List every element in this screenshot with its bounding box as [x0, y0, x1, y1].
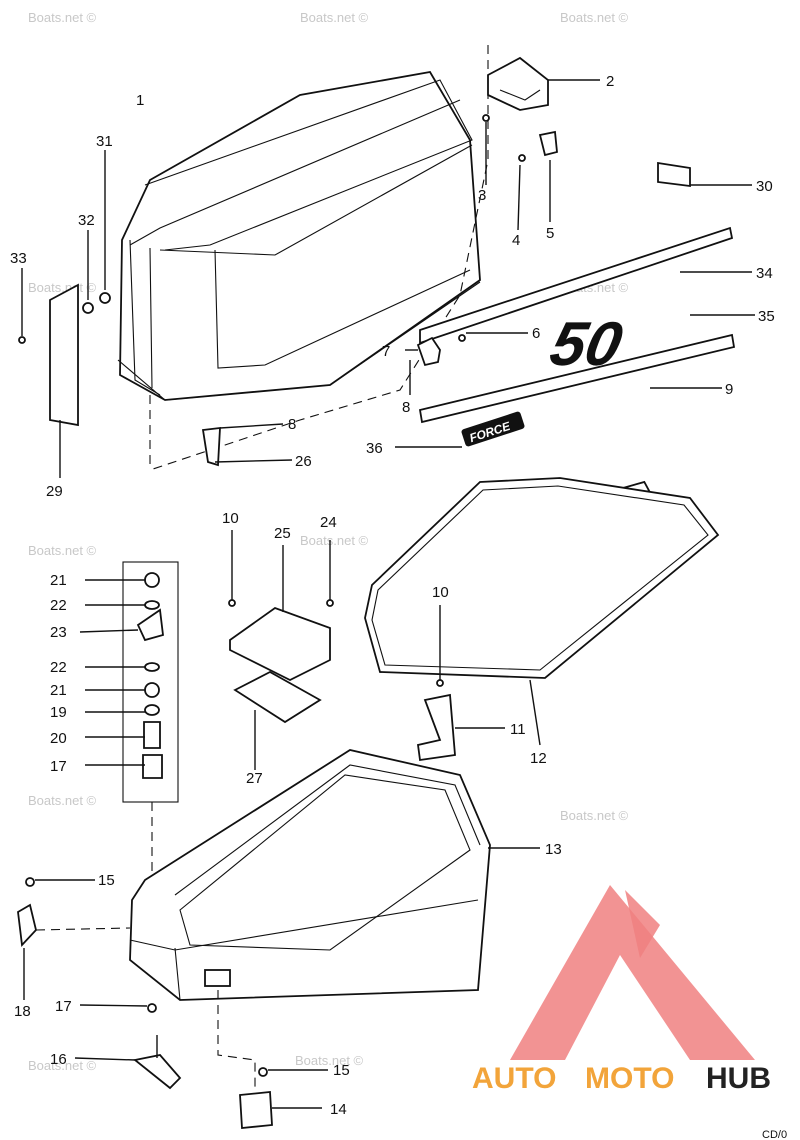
callout: 15 [333, 1062, 350, 1079]
callout: 20 [50, 730, 67, 747]
alignment-line [149, 45, 489, 471]
callout: 32 [78, 212, 95, 229]
callout: 7 [382, 343, 390, 360]
callout: 11 [510, 721, 526, 738]
latch-lever [132, 1054, 182, 1090]
callout: 17 [50, 758, 67, 775]
callout: 4 [512, 232, 520, 249]
callout: 8 [288, 416, 296, 433]
pad [233, 670, 322, 724]
callout: 21 [50, 682, 67, 699]
callout: 22 [50, 597, 67, 614]
decal-force: FORCE [461, 411, 525, 447]
callout: 35 [758, 308, 775, 325]
watermark: Boats.net © [28, 10, 97, 25]
callout: 21 [50, 572, 67, 589]
callout: 14 [330, 1101, 347, 1118]
callout-labels: 1 2 3 4 5 6 7 8 8 9 10 10 11 12 13 14 15… [10, 73, 775, 1118]
callout: 27 [246, 770, 263, 787]
hardware-group [122, 561, 179, 803]
callout: 23 [50, 624, 67, 641]
watermark: Boats.net © [300, 10, 369, 25]
watermark: Boats.net © [295, 1053, 364, 1068]
bottom-cowl [129, 749, 491, 1001]
callout: 1 [136, 92, 144, 109]
top-cowl [117, 71, 481, 401]
mount-bracket [416, 693, 456, 762]
callout: 24 [320, 514, 337, 531]
stripe-decal [419, 226, 734, 345]
callout: 12 [530, 750, 547, 767]
electronic-module [229, 606, 331, 682]
stripe-decal [418, 333, 736, 424]
callout: 3 [478, 187, 486, 204]
callout: 18 [14, 1003, 31, 1020]
watermark: Boats.net © [28, 1058, 97, 1073]
seal-gasket [364, 477, 720, 679]
callout: 17 [55, 998, 72, 1015]
callout: 13 [545, 841, 562, 858]
watermark: Boats.net © [560, 808, 629, 823]
svg-text:AUTO: AUTO [472, 1062, 556, 1095]
callout: 16 [50, 1051, 67, 1068]
callout: 33 [10, 250, 27, 267]
callout: 15 [98, 872, 115, 889]
callout: 22 [50, 659, 67, 676]
callout: 2 [606, 73, 614, 90]
watermark: Boats.net © [560, 10, 629, 25]
part-bracket [487, 56, 549, 111]
callout: 25 [274, 525, 291, 542]
watermark: Boats.net © [28, 543, 97, 558]
callout: 9 [725, 381, 733, 398]
callout: 6 [532, 325, 540, 342]
watermark: Boats.net © [28, 793, 97, 808]
watermark: Boats.net © [300, 533, 369, 548]
part-side-plate [49, 283, 79, 427]
svg-text:HUB: HUB [706, 1062, 771, 1095]
callout: 10 [222, 510, 239, 527]
watermark: Boats.net © [28, 280, 97, 295]
callout: 31 [96, 133, 113, 150]
part-label-plate [657, 161, 691, 188]
callout: 26 [295, 453, 312, 470]
automotohub-logo: AUTO MOTO HUB [472, 885, 771, 1095]
clip [17, 903, 37, 948]
callout: 19 [50, 704, 67, 721]
svg-text:MOTO: MOTO [585, 1062, 674, 1095]
callout: 8 [402, 399, 410, 416]
latch [239, 1091, 273, 1129]
callout: 5 [546, 225, 554, 242]
callout: 36 [366, 440, 383, 457]
callout: 29 [46, 483, 63, 500]
callout: 30 [756, 178, 773, 195]
callout: 10 [432, 584, 449, 601]
corner-code: CD/0 [762, 1129, 787, 1140]
callout: 34 [756, 265, 773, 282]
